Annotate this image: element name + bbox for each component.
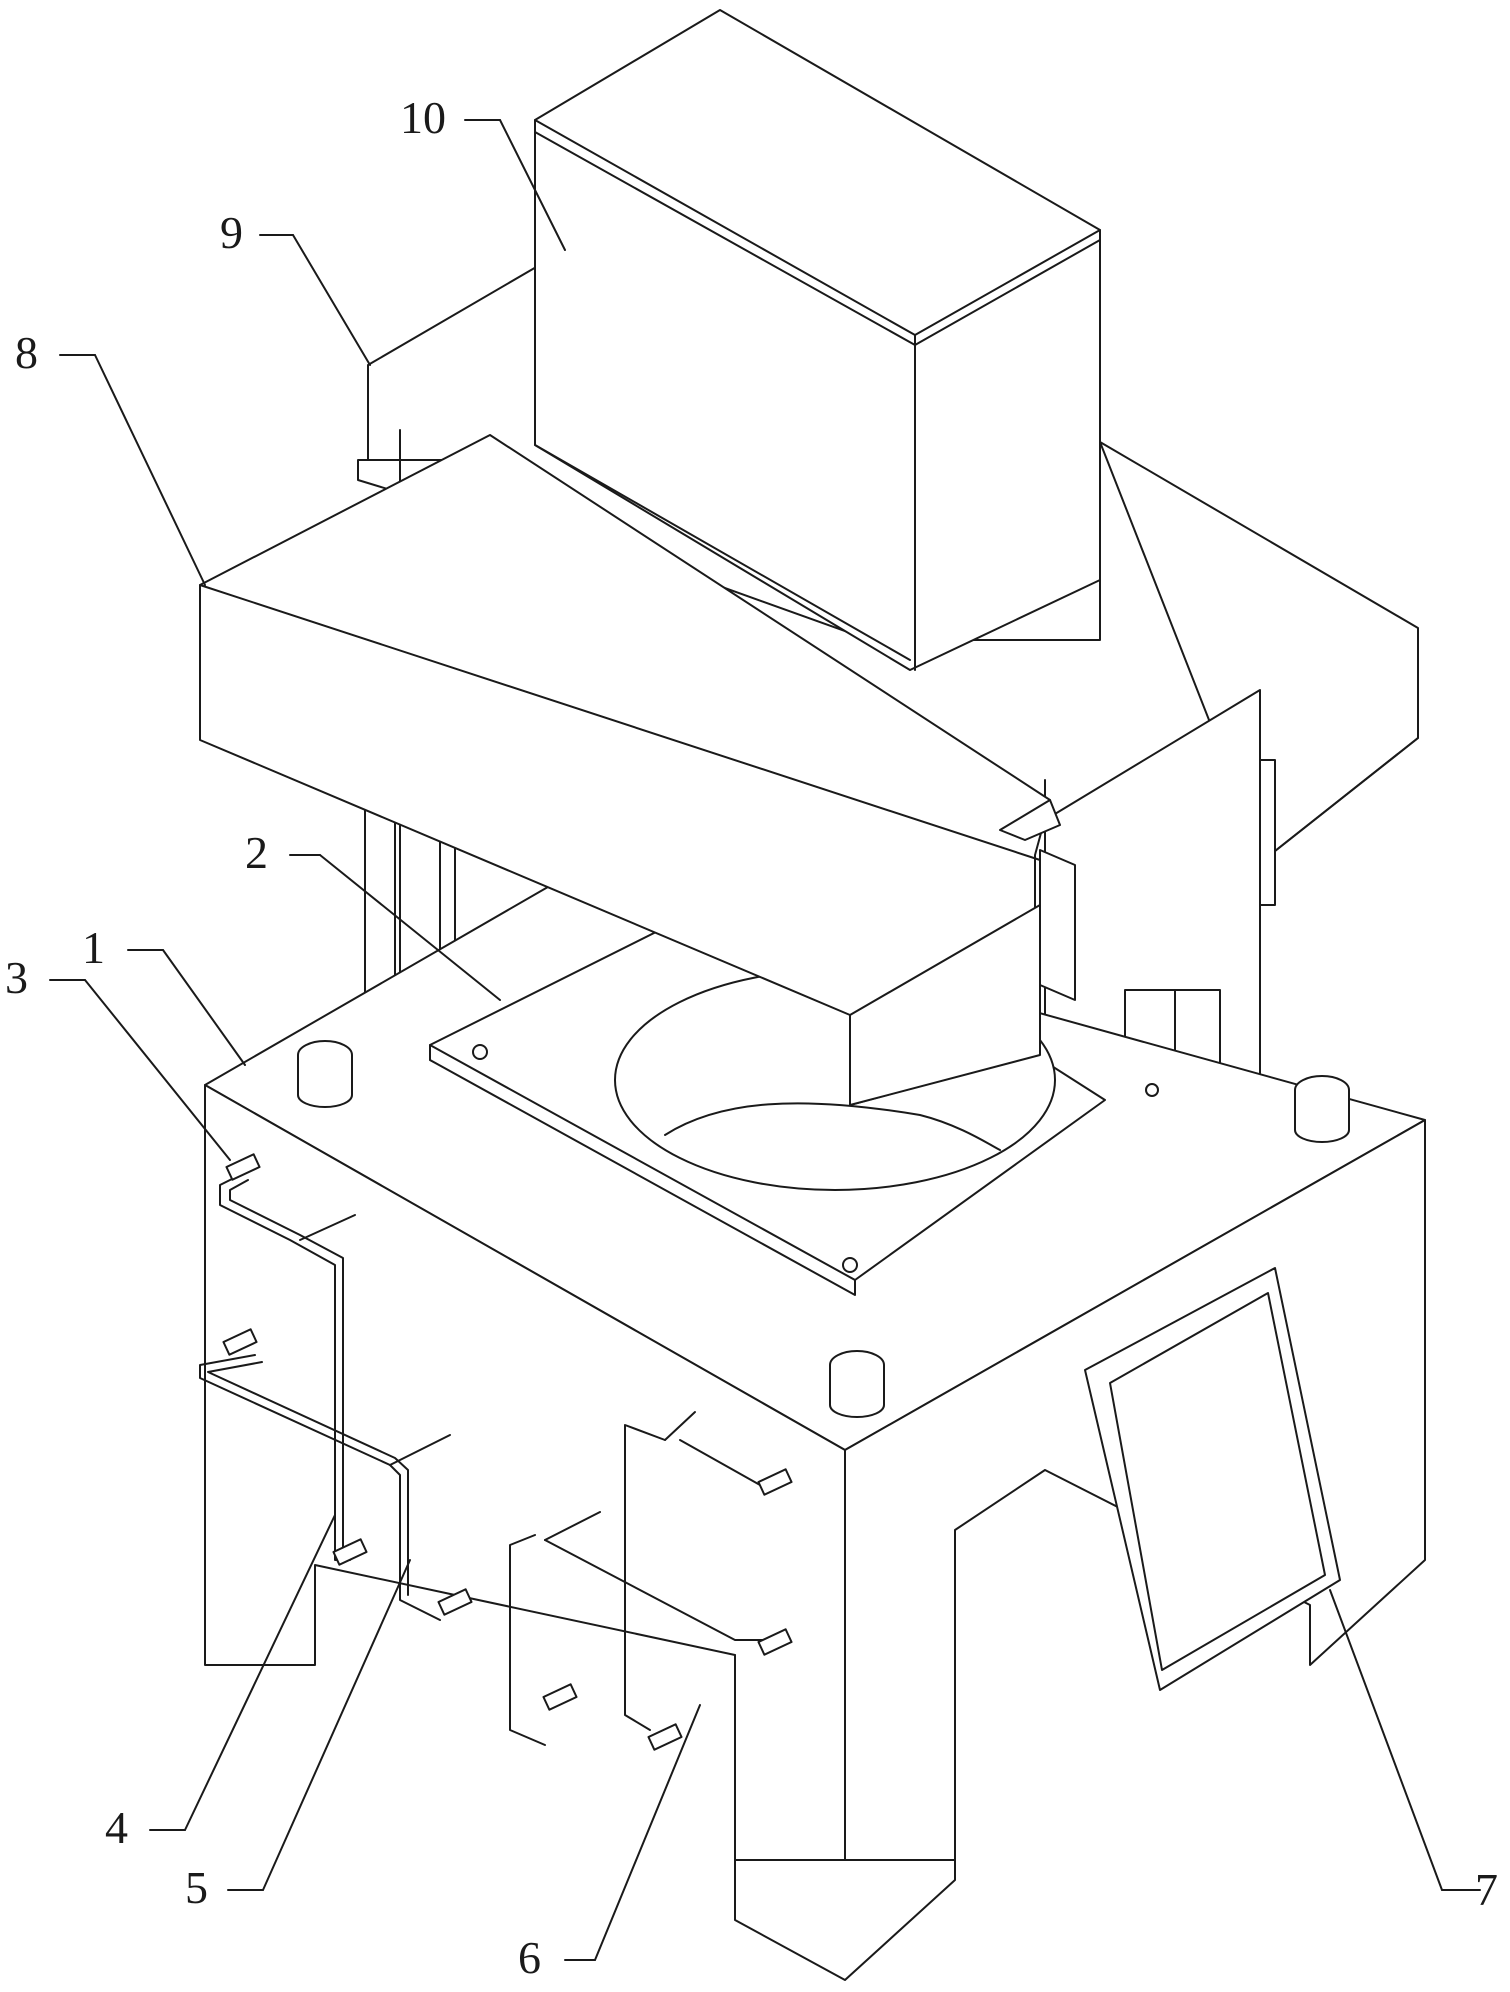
- studs: [297, 1040, 1350, 1418]
- label-7: 7: [1475, 1864, 1498, 1915]
- label-3: 3: [5, 952, 28, 1003]
- label-5: 5: [185, 1862, 208, 1913]
- motor-box: [534, 9, 1101, 671]
- part-labels: 1 2 3 4 5 6 7 8 9 10: [5, 92, 1498, 1983]
- label-1: 1: [82, 922, 105, 973]
- label-2: 2: [245, 827, 268, 878]
- label-9: 9: [220, 207, 243, 258]
- leader-lines: [49, 119, 1481, 1961]
- label-8: 8: [15, 327, 38, 378]
- label-4: 4: [105, 1802, 128, 1853]
- label-6: 6: [518, 1932, 541, 1983]
- display-panel: [1084, 1267, 1341, 1691]
- label-10: 10: [400, 92, 446, 143]
- pressing-arm: [199, 434, 1076, 1106]
- cooling-pipes: [199, 1153, 793, 1751]
